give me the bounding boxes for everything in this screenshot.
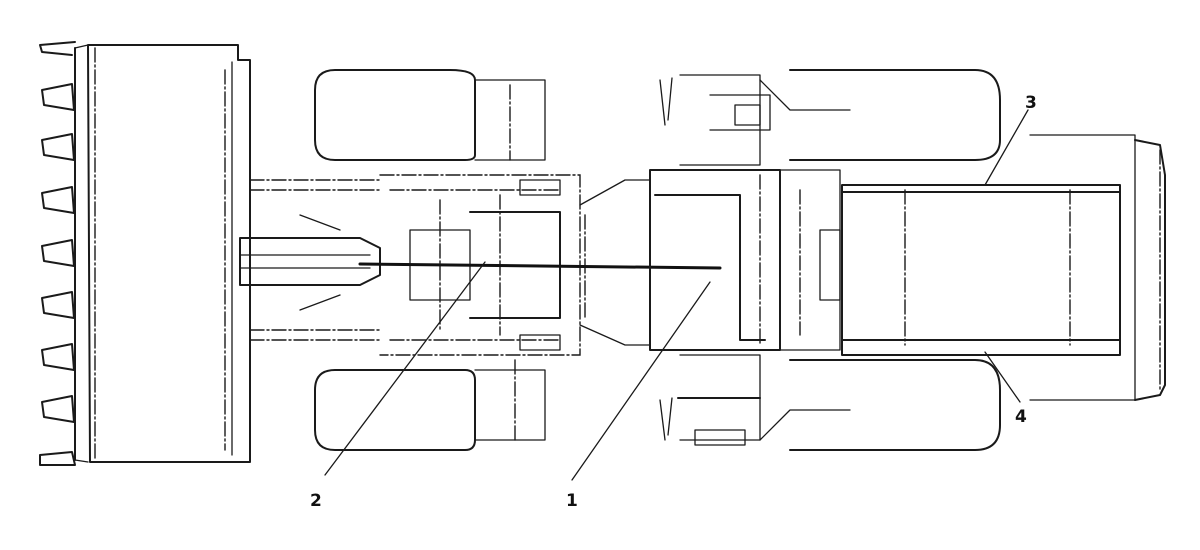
callout-3-leader <box>984 109 1029 186</box>
callout-4-label: 4 <box>1015 407 1027 427</box>
engine-cover <box>841 134 1166 401</box>
articulation-joint <box>579 179 651 346</box>
callout-1-leader <box>571 281 711 481</box>
callout-3-label: 3 <box>1025 93 1037 113</box>
callout-2-leader <box>324 261 486 476</box>
bucket-teeth <box>39 41 76 466</box>
rear-wheel-bottom <box>659 354 1001 451</box>
front-wheel-bottom <box>314 359 546 451</box>
front-frame <box>239 174 581 356</box>
callout-2-label: 2 <box>310 491 322 511</box>
callout-1-label: 1 <box>566 491 578 511</box>
rear-wheel-top <box>659 69 1001 166</box>
rear-frame <box>649 169 841 351</box>
front-wheel-top <box>314 69 546 161</box>
bucket <box>74 44 251 463</box>
callout-4-leader <box>984 351 1021 403</box>
steering-line <box>358 262 722 270</box>
